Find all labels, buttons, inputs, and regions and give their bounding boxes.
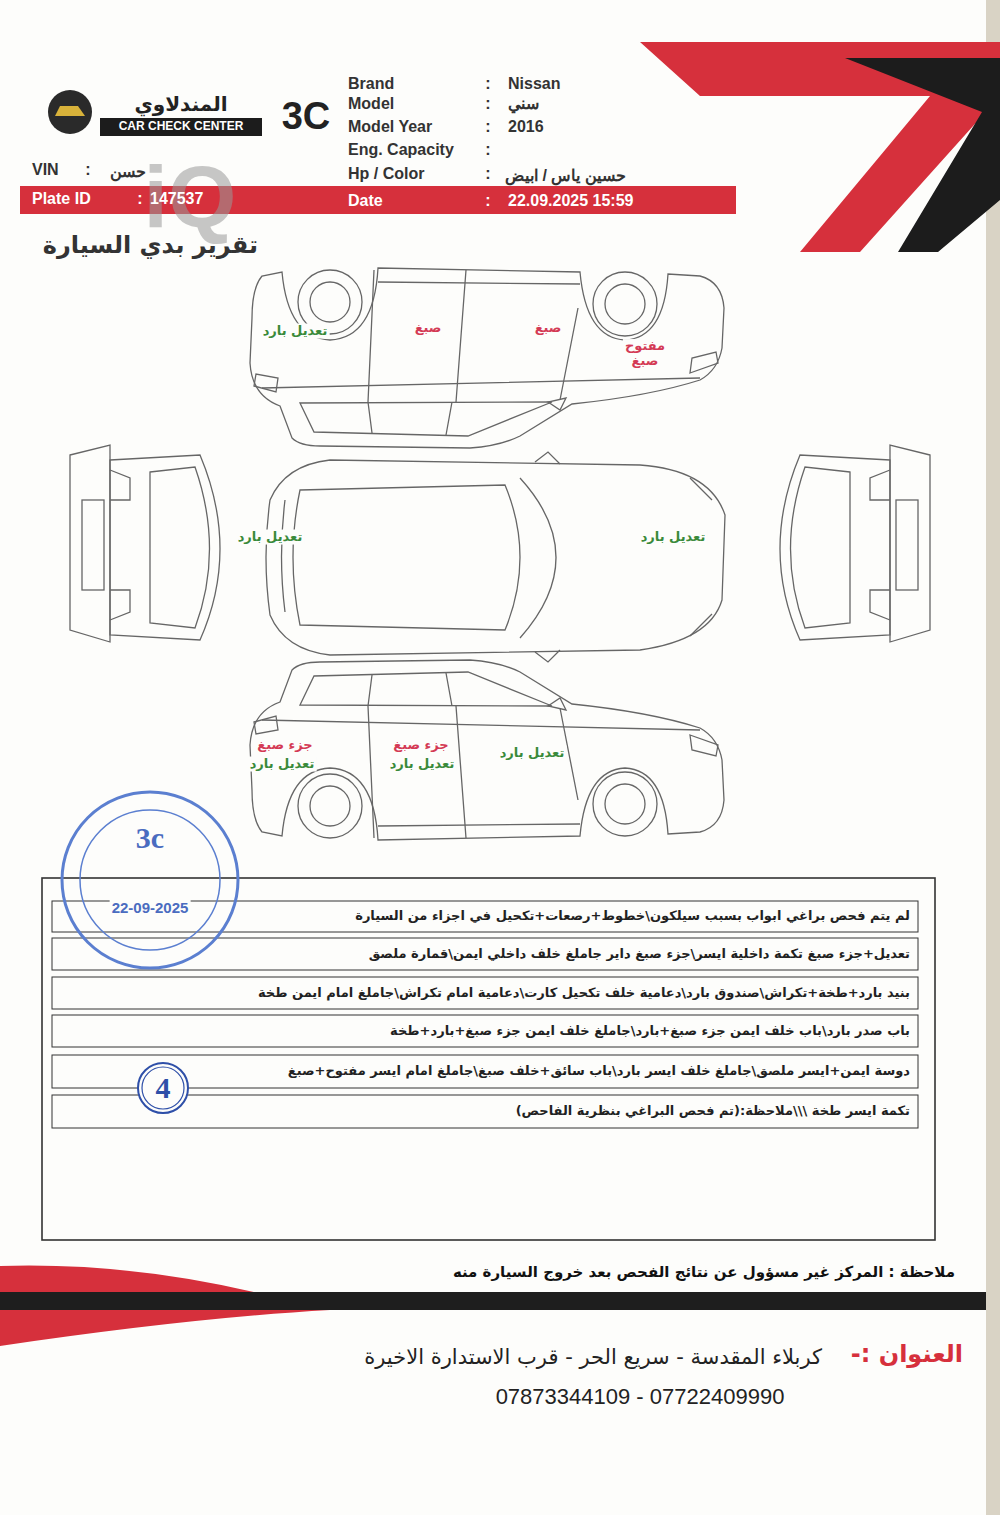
field-colon: :	[485, 95, 490, 113]
field-colon: :	[137, 190, 142, 208]
stamp-date: 22-09-2025	[110, 899, 191, 916]
stamp-outline	[60, 790, 240, 970]
field-value: 2016	[508, 118, 544, 136]
field-colon: :	[485, 165, 490, 183]
field-name: Brand	[348, 75, 394, 93]
field-value: حسن	[110, 163, 146, 181]
damage-note: صبغ	[413, 321, 444, 336]
header-black-shape	[845, 58, 1000, 252]
inspection-stamp: 3c 22-09-2025	[60, 790, 240, 970]
car-side-view	[250, 660, 724, 840]
logo-subtitle: CAR CHECK CENTER	[119, 120, 244, 134]
address-heading: العنوان :-	[851, 1341, 963, 1369]
stamp-code: 3c	[136, 821, 164, 856]
notes-table	[42, 878, 935, 1240]
note-row: دوسة ايمن+ايسر ملصق\جاملغ خلف ايسر بارد\…	[288, 1064, 910, 1079]
damage-note: تعديل بارد	[248, 757, 317, 772]
damage-note: تعديل بارد	[236, 530, 305, 545]
logo-name: المندلاوي	[134, 93, 227, 116]
field-value: 147537	[150, 190, 203, 208]
phone-numbers: 07873344109 - 07722409990	[496, 1384, 785, 1409]
damage-note: تعديل بارد	[639, 530, 708, 545]
paper-edge	[986, 0, 1000, 1515]
damage-note: صبغ	[533, 321, 564, 336]
outer-ring	[138, 1063, 188, 1113]
damage-note: تعديل بارد	[498, 746, 567, 761]
footer-red-swoosh	[0, 1266, 262, 1294]
header-red-shape	[640, 42, 1000, 252]
field-colon: :	[485, 141, 490, 159]
header-red-band	[20, 186, 736, 214]
field-name: Eng. Capacity	[348, 141, 454, 159]
field-value: سني	[508, 95, 539, 113]
damage-note: مفتوح صبغ	[623, 339, 667, 369]
car-drawings	[70, 268, 930, 840]
note-row: باب صدر بارد\باب خلف ايمن جزء صبغ+بارد\ج…	[390, 1024, 910, 1039]
field-colon: :	[485, 75, 490, 93]
field-name: Plate ID	[32, 190, 91, 208]
field-value: 22.09.2025 15:59	[508, 192, 633, 210]
field-colon: :	[485, 192, 490, 210]
stamp-ring	[62, 792, 238, 968]
logo-car	[55, 106, 85, 116]
note-row: بنيد بارد+طخة+تكراش\صندوق بارد\دعامية خل…	[258, 986, 910, 1001]
car-end-view	[70, 445, 220, 642]
field-name: Date	[348, 192, 383, 210]
disclaimer: ملاحظة : المركز غير مسؤول عن نتائج الفحص…	[453, 1264, 955, 1281]
stamp-inner-ring	[80, 810, 220, 950]
damage-note: تعديل بارد	[388, 757, 457, 772]
page-number-circle: 4	[136, 1061, 190, 1115]
field-value: حسين ياس / ابيض	[505, 167, 626, 185]
field-colon: :	[85, 161, 90, 179]
page-number: 4	[156, 1071, 171, 1106]
logo-mark: 3C	[282, 95, 331, 139]
damage-note: تعديل بارد	[261, 324, 330, 339]
note-row: تعديل+جزء صبغ تكمة داخلية ايسر\جزء صبغ د…	[369, 947, 910, 962]
note-row: تكمة ايسر طخة \\\ملاحظة:(تم فحص البراغي …	[516, 1104, 910, 1119]
field-name: Model	[348, 95, 394, 113]
damage-note: جزء صبغ	[255, 738, 314, 753]
footer-black-bar	[0, 1292, 986, 1310]
field-name: VIN	[32, 161, 59, 179]
field-value: Nissan	[508, 75, 560, 93]
car-top-view	[266, 452, 725, 662]
logo-bar	[100, 118, 262, 136]
footer-red-shape	[0, 1310, 330, 1346]
address: كربلاء المقدسة - سريع الحر - قرب الاستدا…	[364, 1345, 822, 1369]
car-side-view-flipped	[250, 268, 724, 448]
field-name: Model Year	[348, 118, 432, 136]
damage-note: جزء صبغ	[391, 738, 450, 753]
car-end-view-mirrored	[780, 445, 930, 642]
field-colon: :	[485, 118, 490, 136]
field-name: Hp / Color	[348, 165, 424, 183]
note-row: لم يتم فحص براغي ابواب بسبب سيلكون\خطوط+…	[355, 909, 910, 924]
inner-ring	[142, 1067, 184, 1109]
logo-emblem	[48, 90, 92, 134]
